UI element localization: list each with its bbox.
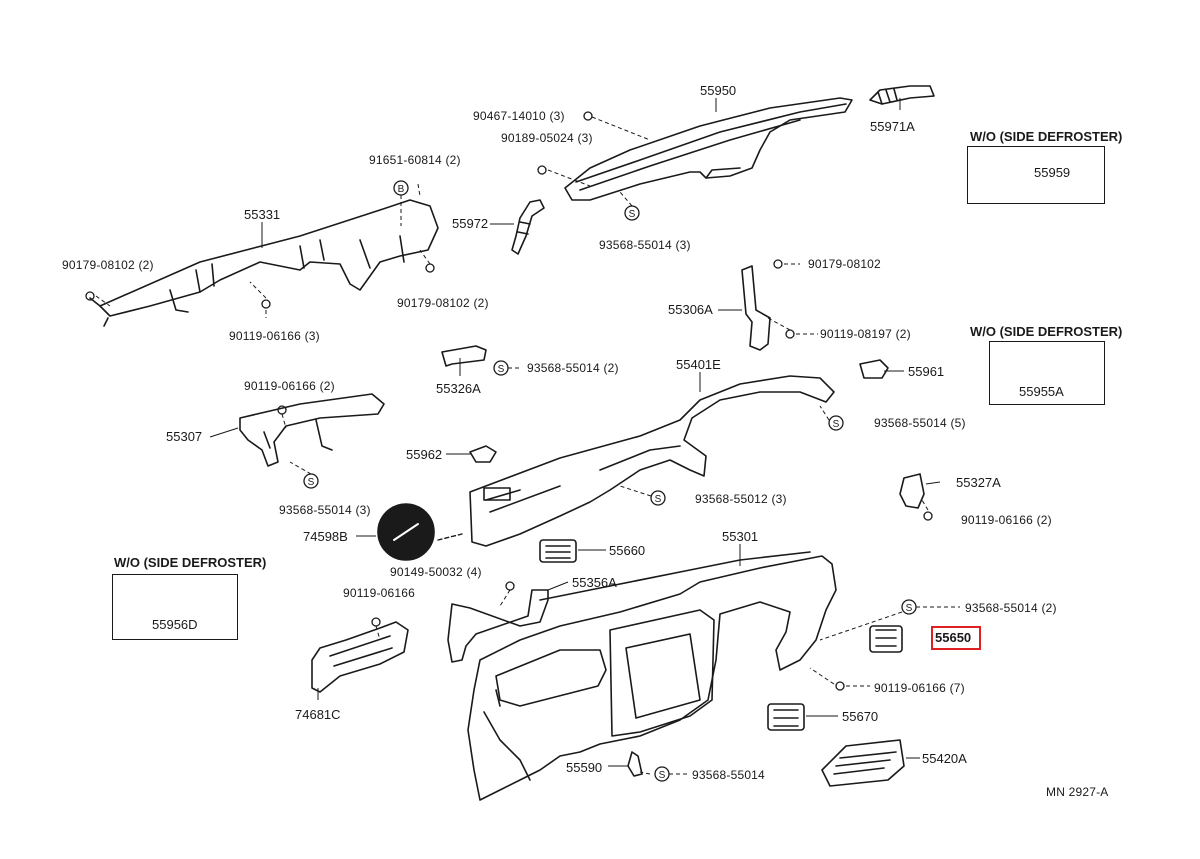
label-90119-d: 90119-06166 (2): [961, 513, 1052, 527]
label-55650[interactable]: 55650: [935, 630, 972, 645]
vent-55660: [539, 539, 577, 563]
clip: [583, 111, 593, 121]
box-header-55956D: W/O (SIDE DEFROSTER): [114, 555, 267, 570]
brace-55307: [239, 393, 385, 467]
part-55961: [859, 359, 889, 379]
label-55331: 55331: [244, 207, 281, 222]
label-55401E: 55401E: [676, 357, 721, 372]
label-55420A: 55420A: [922, 751, 967, 766]
vent-55420A: [821, 739, 905, 787]
svg-text:S: S: [906, 603, 913, 614]
label-55306A: 55306A: [668, 302, 713, 317]
svg-text:S: S: [498, 364, 505, 375]
label-93568-d: 93568-55014 (3): [279, 503, 371, 517]
label-74598B: 74598B: [303, 529, 348, 544]
dash-pad-55401E: [469, 375, 835, 547]
variant-box-55956D: [112, 574, 238, 640]
s-circle-marker: [828, 415, 844, 431]
svg-text:B: B: [398, 184, 405, 195]
nut: [785, 329, 795, 339]
svg-text:S: S: [655, 494, 662, 505]
bracket-55327A: [899, 473, 925, 509]
label-90149: 90149-50032 (4): [390, 565, 482, 579]
label-93568-e: 93568-55012 (3): [695, 492, 787, 506]
clip-55590: [627, 751, 643, 777]
box-header-55959: W/O (SIDE DEFROSTER): [970, 129, 1123, 144]
vent-55670: [767, 703, 805, 731]
bolt: [371, 617, 381, 627]
label-93568-a: 93568-55014 (3): [599, 238, 691, 252]
bracket-55306A: [741, 265, 771, 351]
highlight-box[interactable]: [931, 626, 981, 650]
label-90189: 90189-05024 (3): [501, 131, 593, 145]
box-header-55955A: W/O (SIDE DEFROSTER): [970, 324, 1123, 339]
label-55670: 55670: [842, 709, 879, 724]
variant-box-55955A: [989, 341, 1105, 405]
label-55950: 55950: [700, 83, 737, 98]
label-55590: 55590: [566, 760, 603, 775]
label-90467: 90467-14010 (3): [473, 109, 565, 123]
label-90179-c: 90179-08102: [808, 257, 881, 271]
svg-text:S: S: [629, 209, 636, 220]
variant-box-55959: [967, 146, 1105, 204]
label-55301: 55301: [722, 529, 759, 544]
label-90179-a: 90179-08102 (2): [62, 258, 154, 272]
label-91651: 91651-60814 (2): [369, 153, 461, 167]
label-90179-b: 90179-08102 (2): [397, 296, 489, 310]
bracket-55356A: [447, 589, 549, 663]
label-90119-b: 90119-08197 (2): [820, 327, 911, 341]
instrument-panel-55301: [467, 551, 837, 801]
defroster-nozzle-55950: [564, 97, 853, 201]
clip-55962: [469, 445, 497, 463]
label-55660: 55660: [609, 543, 646, 558]
bolt: [261, 299, 271, 309]
label-90119-a: 90119-06166 (3): [229, 329, 320, 343]
label-90119-e: 90119-06166: [343, 586, 416, 600]
label-93568-g: 93568-55014: [692, 768, 765, 782]
bolt: [923, 511, 933, 521]
warning-label-74598B: [377, 503, 463, 561]
label-55327A: 55327A: [956, 475, 1001, 490]
label-93568-c: 93568-55014 (5): [874, 416, 966, 430]
nut: [425, 263, 435, 273]
label-55959: 55959: [1034, 165, 1071, 180]
label-55326A: 55326A: [436, 381, 481, 396]
label-55307: 55307: [166, 429, 203, 444]
reinforcement-55331: [89, 199, 439, 327]
label-55356A: 55356A: [572, 575, 617, 590]
hose-55972: [511, 199, 545, 255]
svg-text:S: S: [308, 477, 315, 488]
bolt: [835, 681, 845, 691]
svg-text:S: S: [833, 419, 840, 430]
hose-55971A: [869, 85, 935, 105]
label-55955A: 55955A: [1019, 384, 1064, 399]
drawing-code: MN 2927-A: [1046, 785, 1109, 799]
bolt: [505, 581, 515, 591]
label-55972: 55972: [452, 216, 489, 231]
label-55971A: 55971A: [870, 119, 915, 134]
nut: [773, 259, 783, 269]
svg-text:S: S: [659, 770, 666, 781]
label-55961: 55961: [908, 364, 945, 379]
label-93568-b: 93568-55014 (2): [527, 361, 619, 375]
label-74681C: 74681C: [295, 707, 341, 722]
label-55962: 55962: [406, 447, 443, 462]
label-90119-c: 90119-06166 (2): [244, 379, 335, 393]
bolt: [277, 405, 287, 415]
label-55956D: 55956D: [152, 617, 198, 632]
bracket-74681C: [311, 621, 409, 693]
s-circle-marker: [650, 490, 666, 506]
nut: [85, 291, 95, 301]
bracket-55326A: [441, 345, 487, 367]
label-90119-f: 90119-06166 (7): [874, 681, 965, 695]
label-93568-f: 93568-55014 (2): [965, 601, 1057, 615]
vent-55650: [869, 625, 903, 653]
clip: [537, 165, 547, 175]
